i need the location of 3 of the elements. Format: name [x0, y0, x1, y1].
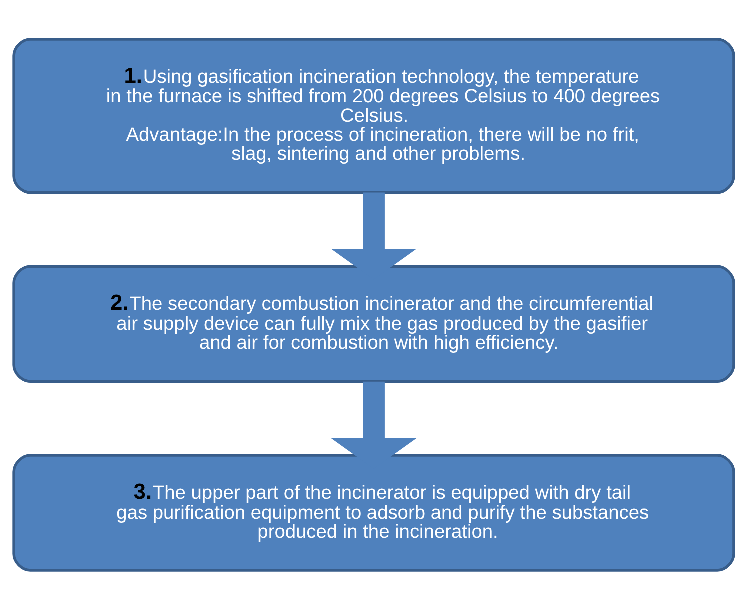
node-box: 2.The secondary combustion incinerator and the circumferential air supply device can fully mix the gas produced by the gasifier and air for combustion with high efficiency. [12, 264, 736, 383]
node-box: 1.Using gasification incineration technology, the temperature in the furnace is shifted from 200 degrees Celsius to 400 degrees Celsius. Advantage:In the process of incineration, there will be no frit, slag, sintering and other problems. [12, 38, 736, 194]
node-box: 3.The upper part of the incinerator is equipped with dry tail gas purification equipment to adsorb and purify the substances produced in the incineration. [12, 454, 736, 572]
